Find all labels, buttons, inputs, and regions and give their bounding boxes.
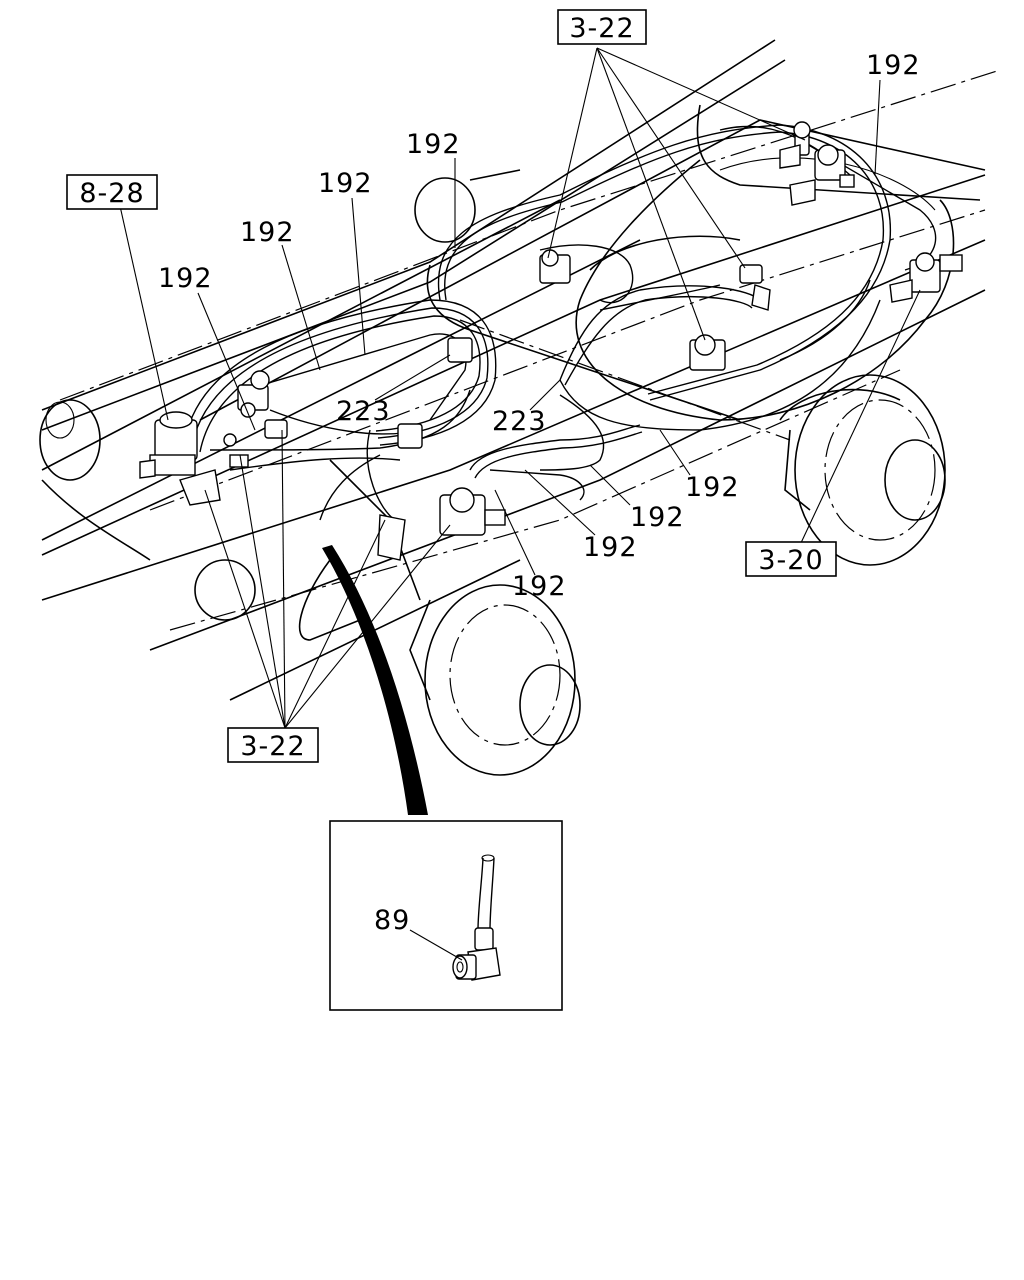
detail-inset: 89 — [329, 820, 563, 1011]
svg-text:8-28: 8-28 — [79, 178, 144, 209]
junction-sleeve-lower — [397, 423, 423, 449]
part-labels: 192 192 192 192 192 192 192 192 192 223 … — [158, 50, 921, 602]
rear-axle — [298, 374, 946, 776]
label-192-left: 192 — [158, 263, 213, 294]
solenoid-valve — [139, 411, 198, 479]
label-192-upper-mid: 192 — [318, 168, 373, 199]
relay-valve-upper — [539, 249, 771, 371]
label-89: 89 — [374, 905, 410, 936]
relay-valve-top-right — [779, 121, 855, 206]
air-pipes — [184, 124, 937, 521]
label-223-right: 223 — [492, 406, 547, 437]
label-223-left: 223 — [336, 396, 391, 427]
valve-components — [139, 121, 963, 561]
relay-valve-middle — [377, 487, 506, 561]
label-192-top: 192 — [406, 129, 461, 160]
callout-8-28: 8-28 — [66, 174, 158, 210]
relay-valve-left — [179, 370, 288, 506]
callout-3-22-top: 3-22 — [557, 9, 647, 45]
label-192-bottom: 192 — [512, 571, 567, 602]
svg-text:3-20: 3-20 — [758, 545, 823, 576]
label-192-upper-left: 192 — [240, 217, 295, 248]
callout-3-22-bottom: 3-22 — [227, 727, 319, 763]
detail-pointer — [322, 545, 428, 815]
svg-text:3-22: 3-22 — [569, 13, 634, 44]
svg-text:3-22: 3-22 — [240, 731, 305, 762]
junction-sleeve-upper — [447, 337, 473, 363]
label-192-mid-low: 192 — [630, 502, 685, 533]
elbow-fitting — [452, 927, 501, 981]
label-192-top-right: 192 — [866, 50, 921, 81]
label-192-right-low: 192 — [685, 472, 740, 503]
label-192-center-low: 192 — [583, 532, 638, 563]
leader-lines — [119, 47, 921, 729]
callout-3-20: 3-20 — [745, 541, 837, 577]
relay-valve-right — [889, 252, 963, 303]
